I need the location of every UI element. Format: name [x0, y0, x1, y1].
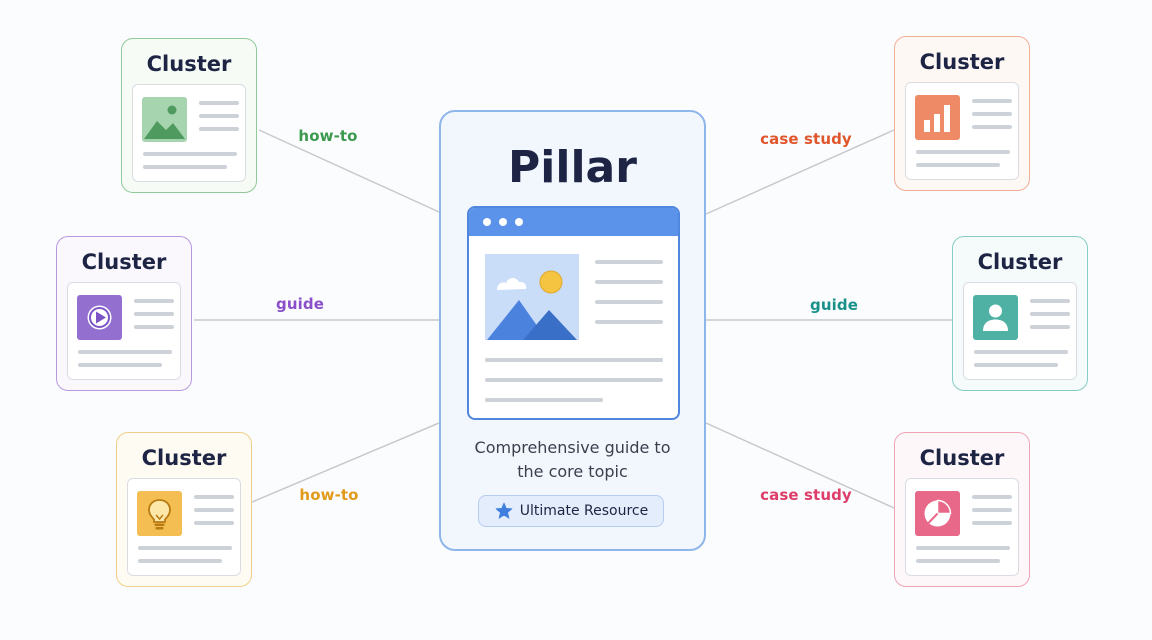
badge-label: Ultimate Resource [519, 503, 649, 519]
text-line [595, 300, 663, 304]
text-line [972, 99, 1012, 103]
text-line [143, 165, 227, 169]
text-line [138, 546, 232, 550]
text-line [485, 378, 663, 382]
text-line [199, 127, 239, 131]
edge-label-mid-left: guide [276, 295, 324, 313]
text-line [194, 508, 234, 512]
text-line [485, 358, 663, 362]
window-dot [515, 218, 523, 226]
text-line [916, 559, 1000, 563]
pie-chart-icon [915, 491, 960, 536]
window-dot [483, 218, 491, 226]
image-icon [142, 97, 187, 142]
cluster-title: Cluster [977, 250, 1063, 274]
edge-label-top-left: how-to [298, 127, 358, 145]
star-icon [495, 502, 513, 519]
text-line [972, 125, 1012, 129]
user-icon [973, 295, 1018, 340]
text-line [974, 350, 1068, 354]
text-line [199, 101, 239, 105]
bar-chart-icon [915, 95, 960, 140]
pillar-description: Comprehensive guide to the core topic [451, 436, 694, 484]
text-line [595, 320, 663, 324]
cluster-title: Cluster [919, 50, 1005, 74]
text-line [1030, 312, 1070, 316]
text-line [974, 363, 1058, 367]
connector-bottom-left [251, 422, 440, 503]
text-line [972, 112, 1012, 116]
text-line [134, 312, 174, 316]
edge-label-mid-right: guide [810, 296, 858, 314]
window-dot [499, 218, 507, 226]
connector-top-right [705, 129, 895, 215]
text-line [138, 559, 222, 563]
cluster-title: Cluster [919, 446, 1005, 470]
pillar-card[interactable]: Pillar Comprehensive guide to the core t… [439, 110, 706, 551]
connector-top-left [258, 129, 440, 213]
text-line [916, 163, 1000, 167]
edge-label-top-right: case study [760, 130, 852, 148]
text-line [595, 280, 663, 284]
pillar-description-line-2: the core topic [517, 462, 628, 481]
text-line [78, 363, 162, 367]
cluster-document-preview [132, 84, 246, 182]
text-line [595, 260, 663, 264]
text-line [199, 114, 239, 118]
browser-title-bar [469, 208, 678, 236]
edge-label-bottom-right: case study [760, 486, 852, 504]
text-line [972, 495, 1012, 499]
text-line [916, 546, 1010, 550]
ultimate-resource-badge[interactable]: Ultimate Resource [478, 495, 664, 527]
cluster-document-preview [67, 282, 181, 380]
lightbulb-icon [137, 491, 182, 536]
cluster-card-top-left[interactable]: Cluster [121, 38, 257, 193]
text-line [916, 150, 1010, 154]
text-line [972, 508, 1012, 512]
text-line [972, 521, 1012, 525]
text-line [1030, 299, 1070, 303]
browser-window-preview [467, 206, 680, 420]
play-icon [77, 295, 122, 340]
cluster-document-preview [905, 478, 1019, 576]
cluster-card-bottom-left[interactable]: Cluster [116, 432, 252, 587]
pillar-description-line-1: Comprehensive guide to [474, 438, 671, 457]
cluster-document-preview [905, 82, 1019, 180]
cluster-card-mid-right[interactable]: Cluster [952, 236, 1088, 391]
cluster-title: Cluster [81, 250, 167, 274]
text-line [143, 152, 237, 156]
connector-bottom-right [705, 422, 895, 509]
text-line [194, 521, 234, 525]
text-line [134, 299, 174, 303]
cluster-card-mid-left[interactable]: Cluster [56, 236, 192, 391]
text-line [485, 398, 603, 402]
cluster-document-preview [963, 282, 1077, 380]
text-line [194, 495, 234, 499]
text-line [78, 350, 172, 354]
landscape-image-icon [485, 254, 579, 340]
edge-label-bottom-left: how-to [299, 486, 359, 504]
cluster-card-top-right[interactable]: Cluster [894, 36, 1030, 191]
cluster-title: Cluster [146, 52, 232, 76]
text-line [1030, 325, 1070, 329]
pillar-title: Pillar [508, 142, 637, 193]
cluster-title: Cluster [141, 446, 227, 470]
cluster-document-preview [127, 478, 241, 576]
cluster-card-bottom-right[interactable]: Cluster [894, 432, 1030, 587]
text-line [134, 325, 174, 329]
